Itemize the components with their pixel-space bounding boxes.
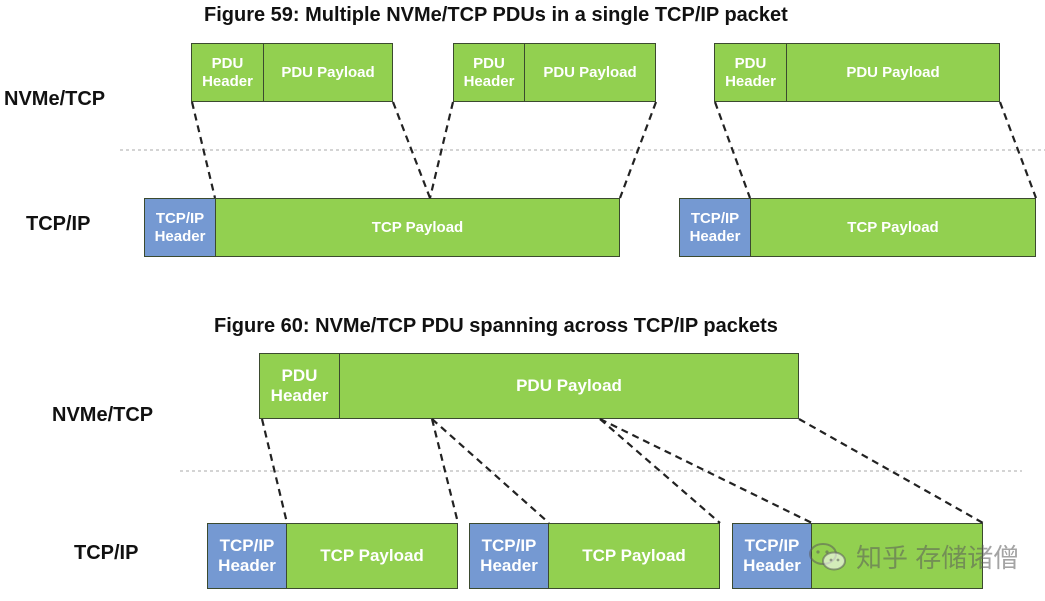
fig59-map-line — [391, 101, 432, 199]
fig60-packet1-header: TCP/IP Header — [207, 523, 287, 589]
fig60-packet2-payload: TCP Payload — [548, 523, 720, 589]
fig59-pdu2-payload: PDU Payload — [524, 43, 656, 102]
watermark: 知乎 存储诸僧 — [808, 538, 1019, 575]
fig60-pdu-payload: PDU Payload — [339, 353, 799, 419]
fig59-pdu1-header: PDU Header — [191, 43, 264, 102]
fig59-pdu1-payload: PDU Payload — [263, 43, 393, 102]
fig60-tcp-label: TCP/IP — [74, 542, 139, 564]
fig59-packet2-header: TCP/IP Header — [679, 198, 751, 257]
fig59-pdu2-header: PDU Header — [453, 43, 525, 102]
fig60-map-line — [260, 418, 289, 524]
fig60-pdu-header: PDU Header — [259, 353, 340, 419]
fig59-map-line — [618, 101, 658, 199]
fig59-nvme-label: NVMe/TCP — [4, 88, 106, 110]
fig59-pdu3-header: PDU Header — [714, 43, 787, 102]
fig59-map-line — [713, 101, 752, 199]
figure-59-title: Figure 59: Multiple NVMe/TCP PDUs in a s… — [204, 4, 788, 26]
fig59-packet1-header: TCP/IP Header — [144, 198, 216, 257]
fig59-packet1-payload: TCP Payload — [215, 198, 620, 257]
fig59-map-line — [428, 101, 455, 199]
fig59-map-line — [190, 101, 217, 199]
fig60-map-line — [430, 418, 460, 524]
fig59-pdu3-payload: PDU Payload — [786, 43, 1000, 102]
fig60-map-line — [599, 418, 721, 524]
figure-60-title: Figure 60: NVMe/TCP PDU spanning across … — [214, 315, 778, 337]
wechat-icon — [808, 541, 848, 573]
fig60-packet3-header: TCP/IP Header — [732, 523, 812, 589]
fig60-packet1-payload: TCP Payload — [286, 523, 458, 589]
fig60-map-line — [599, 418, 813, 524]
fig59-map-line — [998, 101, 1038, 199]
watermark-text: 知乎 存储诸僧 — [856, 543, 1020, 573]
fig60-packet2-header: TCP/IP Header — [469, 523, 549, 589]
fig60-nvme-label: NVMe/TCP — [52, 404, 154, 426]
fig59-packet2-payload: TCP Payload — [750, 198, 1036, 257]
fig59-tcp-label: TCP/IP — [26, 213, 91, 235]
fig60-map-line — [431, 418, 550, 524]
